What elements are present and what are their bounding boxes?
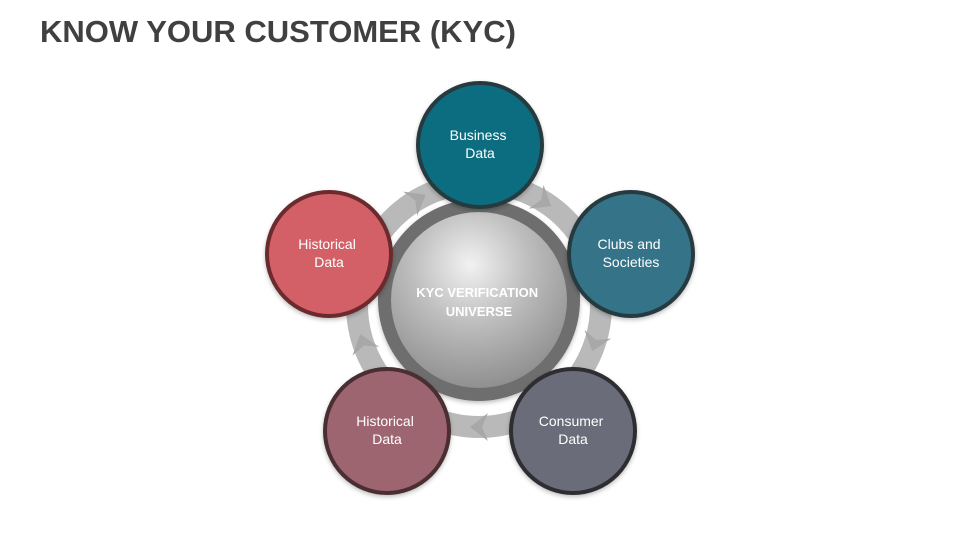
svg-text:Historical Data: Historical Data [356, 413, 417, 447]
node-consumer-data-line-2: Data [558, 431, 588, 447]
node-historical-data-bottom-circle [323, 367, 451, 495]
node-clubs-and-societies-circle [567, 190, 695, 318]
node-business-data-line-2: Data [465, 145, 495, 161]
node-clubs-and-societies-line-2: Societies [603, 254, 660, 270]
hub-label-line-2: UNIVERSE [446, 304, 513, 319]
node-historical-data-left-line-1: Historical [298, 236, 356, 252]
node-consumer-data-line-1: Consumer [539, 413, 604, 429]
node-historical-data-left: Historical Data [265, 190, 393, 318]
node-historical-data-bottom-line-1: Historical [356, 413, 414, 429]
node-business-data-line-1: Business [450, 127, 507, 143]
page-title: KNOW YOUR CUSTOMER (KYC) [40, 14, 516, 49]
node-historical-data-left-circle [265, 190, 393, 318]
node-consumer-data-circle [509, 367, 637, 495]
node-consumer-data: Consumer Data [509, 367, 637, 495]
svg-text:Clubs and Societies: Clubs and Societies [598, 236, 665, 270]
cycle-arrow-icon [528, 184, 552, 209]
hub-label-line-1: KYC VERIFICATION [416, 285, 538, 300]
hub-inner-sphere [391, 212, 567, 388]
node-clubs-and-societies-line-1: Clubs and [598, 236, 661, 252]
cycle-arrow-icon [584, 329, 612, 352]
node-clubs-and-societies: Clubs and Societies [567, 190, 695, 318]
hub-label: KYC VERIFICATION UNIVERSE [416, 285, 541, 319]
cycle-arrow-icon [352, 334, 380, 356]
node-historical-data-bottom-line-2: Data [372, 431, 402, 447]
cycle-arrows [352, 184, 612, 441]
node-historical-data-bottom: Historical Data [323, 367, 451, 495]
cycle-arrow-icon [403, 191, 426, 216]
kyc-verification-hub: KYC VERIFICATION UNIVERSE [378, 199, 580, 401]
svg-text:Business Data: Business Data [450, 127, 511, 161]
svg-text:Consumer Data: Consumer Data [539, 413, 607, 447]
cycle-arrow-icon [470, 413, 488, 441]
node-business-data: Business Data [416, 81, 544, 209]
node-business-data-circle [416, 81, 544, 209]
svg-text:Historical Data: Historical Data [298, 236, 359, 270]
node-historical-data-left-line-2: Data [314, 254, 344, 270]
